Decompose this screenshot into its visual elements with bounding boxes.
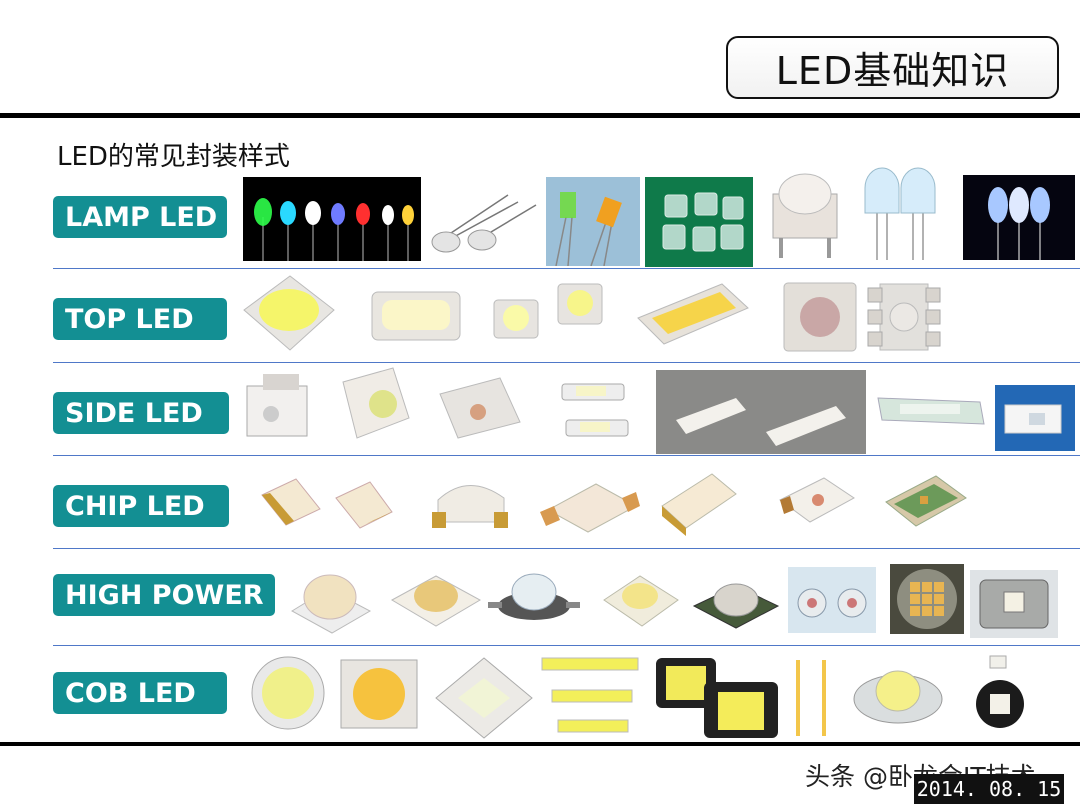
chip-led-b-image — [330, 476, 396, 532]
high-power-b-image — [388, 560, 482, 634]
high-power-c-image — [486, 566, 582, 630]
cob-led-module-image — [648, 652, 784, 742]
row-label-cob-led: COB LED — [53, 672, 227, 714]
high-power-e-image — [690, 570, 782, 630]
side-led-c-image — [430, 372, 524, 444]
lamp-led-square-green-orange-image — [546, 177, 640, 266]
side-led-d-image — [552, 374, 638, 446]
chip-led-c-image — [428, 470, 510, 532]
chip-led-a-image — [256, 473, 324, 531]
top-led-5630-image — [632, 278, 752, 352]
chip-led-e-image — [656, 466, 740, 540]
side-led-a-image — [243, 370, 313, 440]
cob-led-filament-image — [788, 656, 832, 740]
top-led-3528-b-image — [552, 278, 608, 334]
top-led-3014-image — [368, 280, 464, 350]
top-led-6pin-image — [866, 280, 942, 354]
lamp-led-blue-white-image — [963, 175, 1075, 260]
high-power-h-image — [970, 570, 1058, 638]
lamp-led-strawhat-image — [428, 190, 540, 260]
top-rule — [0, 113, 1080, 118]
side-led-f-image — [870, 378, 990, 436]
row-label-top-led: TOP LED — [53, 298, 227, 340]
title-box: LED基础知识 — [726, 36, 1059, 99]
lamp-led-superflux-image — [765, 166, 845, 260]
row-separator — [53, 362, 1080, 363]
chip-led-d-image — [536, 470, 642, 542]
row-separator — [53, 455, 1080, 456]
cob-led-diamond-image — [432, 654, 536, 742]
chip-led-f-image — [774, 470, 858, 532]
row-label-high-power: HIGH POWER — [53, 574, 275, 616]
bottom-rule — [0, 742, 1080, 746]
row-separator — [53, 645, 1080, 646]
high-power-a-image — [288, 563, 374, 635]
lamp-led-5mm-clear-image — [855, 158, 945, 260]
high-power-f-image — [788, 567, 876, 633]
row-label-chip-led: CHIP LED — [53, 485, 229, 527]
high-power-d-image — [600, 562, 682, 634]
lamp-led-rgb-row-image — [243, 177, 421, 261]
section-subtitle: LED的常见封装样式 — [57, 142, 290, 172]
date-stamp: 2014. 08. 15 — [914, 774, 1064, 804]
row-separator — [53, 268, 1080, 269]
page-title: LED基础知识 — [775, 49, 1010, 93]
cob-led-round-image — [250, 655, 326, 731]
cob-led-round-board-image — [972, 652, 1028, 732]
side-led-g-image — [995, 385, 1075, 451]
high-power-g-image — [888, 562, 966, 636]
top-led-5050-rgb-image — [780, 277, 860, 355]
top-led-3528-image — [488, 290, 544, 348]
row-label-lamp-led: LAMP LED — [53, 196, 227, 238]
cob-led-star-image — [850, 655, 946, 733]
top-led-5050-image — [240, 272, 338, 357]
cob-led-strip-image — [538, 652, 642, 742]
row-separator — [53, 548, 1080, 549]
side-led-b-image — [333, 362, 413, 444]
cob-led-square-warm-image — [333, 656, 425, 732]
lamp-led-clear-square-image — [645, 177, 753, 267]
row-label-side-led: SIDE LED — [53, 392, 229, 434]
chip-led-g-image — [880, 470, 970, 538]
side-led-e-image — [656, 370, 866, 454]
